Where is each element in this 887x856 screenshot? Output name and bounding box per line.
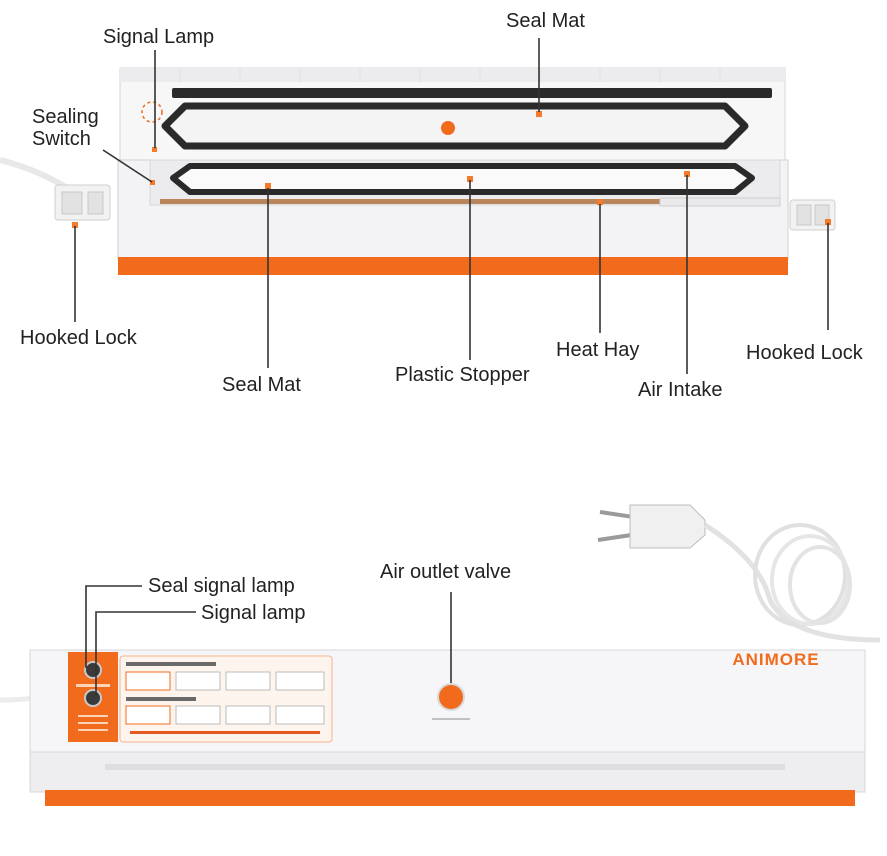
closed-vacuum-sealer: ANIMORE (0, 504, 881, 806)
signal-lamp-icon (84, 689, 102, 707)
label-hooked-lock-right: Hooked Lock (746, 342, 863, 364)
label-signal-lamp-top: Signal Lamp (103, 26, 215, 48)
label-sealing-switch-line2: Switch (32, 128, 91, 150)
air-outlet-valve-icon (437, 683, 465, 711)
gasket-upper (161, 102, 749, 150)
callout-markers-top (72, 111, 831, 228)
brand-logo: ANIMORE (732, 650, 819, 669)
leader-lines-top (74, 38, 829, 374)
hooked-lock-left-part (54, 184, 111, 221)
label-heat-hay: Heat Hay (556, 339, 640, 361)
lid-valve-icon (441, 121, 455, 135)
open-vacuum-sealer (0, 67, 836, 275)
closed-orange-band (45, 790, 855, 806)
heating-strip (160, 199, 660, 204)
label-hooked-lock-left: Hooked Lock (20, 327, 137, 349)
label-seal-signal-lamp: Seal signal lamp (148, 575, 295, 597)
hooked-lock-right-part (789, 199, 836, 231)
seal-strip-top (172, 88, 772, 98)
label-seal-mat-top: Seal Mat (506, 10, 585, 32)
seal-signal-lamp-icon (84, 661, 102, 679)
leader-lines-bottom (85, 585, 452, 696)
label-air-outlet-valve: Air outlet valve (380, 561, 512, 583)
gasket-lower (170, 163, 755, 195)
instruction-sticker (119, 655, 333, 743)
base-orange-band (118, 257, 788, 275)
label-sealing-switch-line1: Sealing (32, 106, 99, 128)
power-plug-icon (597, 504, 881, 643)
signal-lamp-ring-icon (141, 101, 163, 123)
label-signal-lamp-bottom: Signal lamp (201, 602, 306, 624)
label-air-intake: Air Intake (638, 379, 723, 401)
label-plastic-stopper: Plastic Stopper (395, 364, 530, 386)
label-seal-mat-bottom: Seal Mat (222, 374, 301, 396)
